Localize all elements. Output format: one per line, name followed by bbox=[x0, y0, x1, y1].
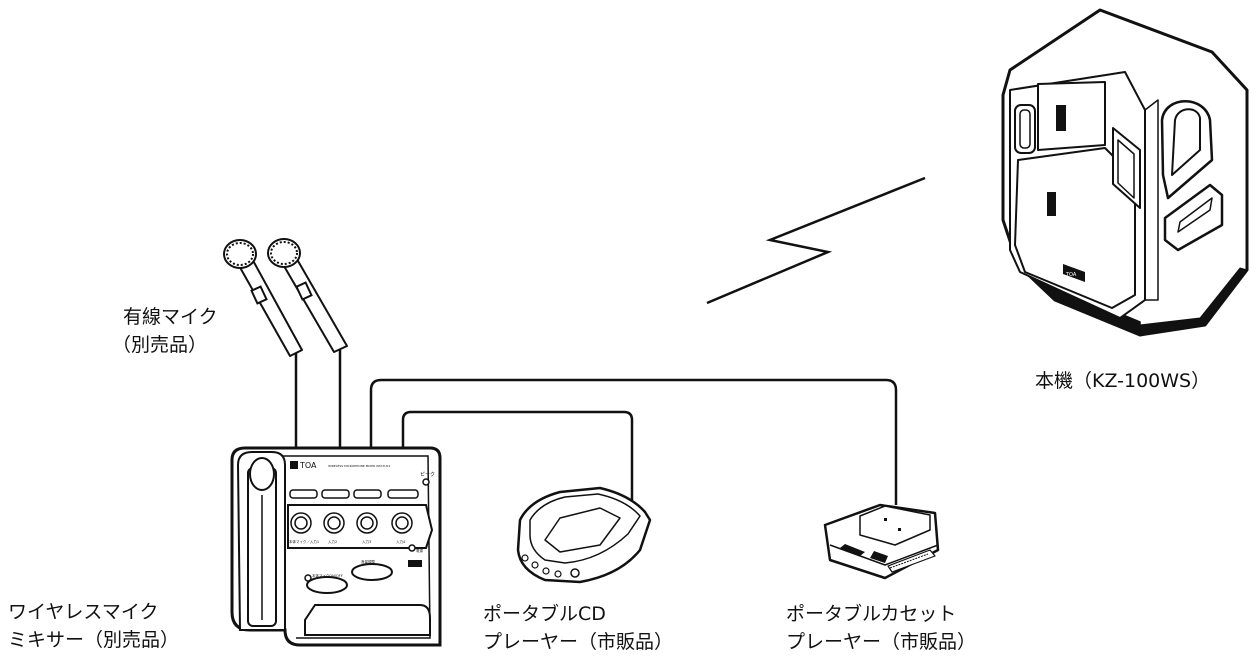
main-unit-label: 本機（KZ-100WS） bbox=[1035, 370, 1211, 392]
portable-cd-player bbox=[516, 486, 652, 584]
knob-label-2: 入力2 bbox=[328, 539, 337, 544]
knob-label-1: 本体マイク／入力1 bbox=[289, 539, 319, 544]
mixer-peak-label: ピーク bbox=[420, 472, 435, 478]
power-label: 電源 bbox=[416, 548, 424, 553]
cables bbox=[294, 350, 898, 505]
wired-mic-label-line2: （別売品） bbox=[112, 334, 208, 356]
portable-cassette-player bbox=[823, 503, 940, 580]
sync-label: 音量調整 bbox=[361, 559, 375, 564]
wired-microphone-2 bbox=[267, 238, 348, 353]
cassette-player-label-line1: ポータブルカセット bbox=[786, 603, 957, 625]
cd-player-label-line2: プレーヤー（市販品） bbox=[483, 631, 674, 653]
mixer-label-line1: ワイヤレスマイク bbox=[8, 601, 159, 623]
knob-label-3: 入力3 bbox=[362, 539, 371, 544]
speaker-unit bbox=[1001, 8, 1249, 337]
knob-label-4: 入力4 bbox=[396, 539, 406, 544]
cassette-player-label-line2: プレーヤー（市販品） bbox=[786, 631, 977, 653]
wired-mic-label-line1: 有線マイク bbox=[123, 306, 218, 328]
mixer-label-line2: ミキサー（別売品） bbox=[8, 629, 180, 651]
wireless-signal-icon bbox=[706, 176, 926, 305]
mic-switch-label: 本体マイクON/OFF bbox=[312, 573, 343, 578]
mixer-panel-text: TOA WIRELESS MICROPHONE MIXER WM-TU01 ピー… bbox=[289, 461, 435, 578]
wireless-mic-mixer bbox=[230, 446, 442, 647]
wired-microphone-1 bbox=[223, 239, 303, 357]
speaker-badge: TOA bbox=[1065, 272, 1077, 278]
mixer-brand: TOA bbox=[299, 461, 317, 470]
mixer-model-text: WIRELESS MICROPHONE MIXER WM-TU01 bbox=[328, 464, 390, 468]
cd-player-label-line1: ポータブルCD bbox=[483, 603, 606, 625]
